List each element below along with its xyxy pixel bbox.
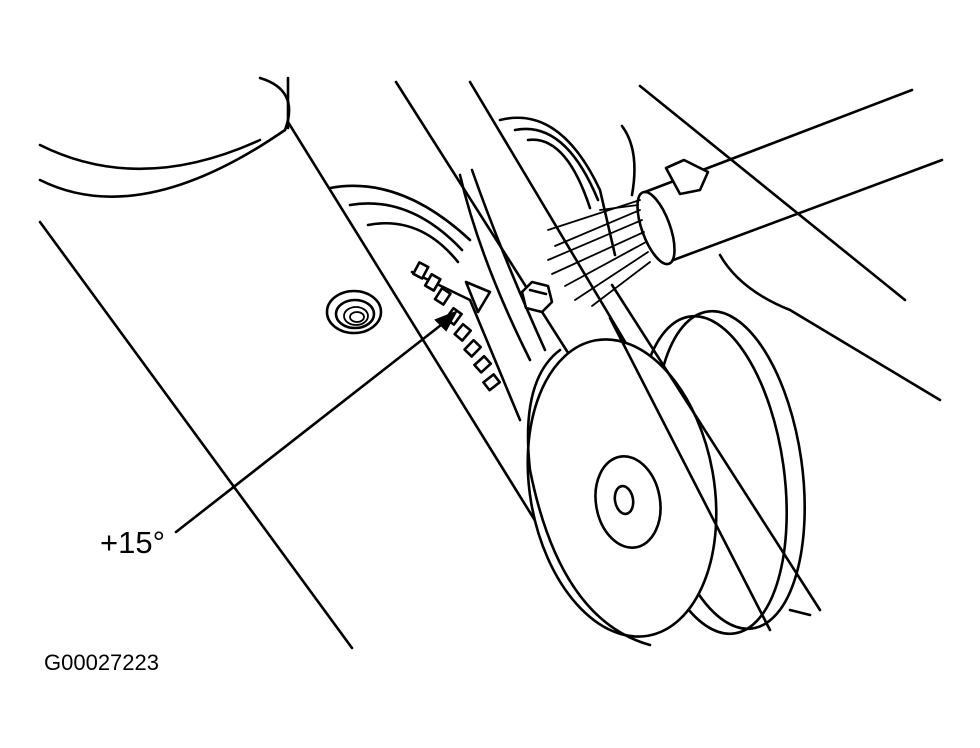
engine-casing-lines [620,84,942,402]
front-pulley [526,309,806,647]
bolt-hole [325,289,383,335]
tensioner-arm [394,80,632,402]
figure-id-label: G00027223 [44,650,159,675]
tensioner-nut [520,280,554,314]
engine-block [38,76,554,650]
angle-leader-arrow [174,310,459,534]
rear-belt-pulley [328,116,617,264]
timing-scale [410,261,522,422]
drive-belt [608,283,822,632]
angle-mark-label: +15° [100,525,165,560]
spray-tool [547,88,944,307]
